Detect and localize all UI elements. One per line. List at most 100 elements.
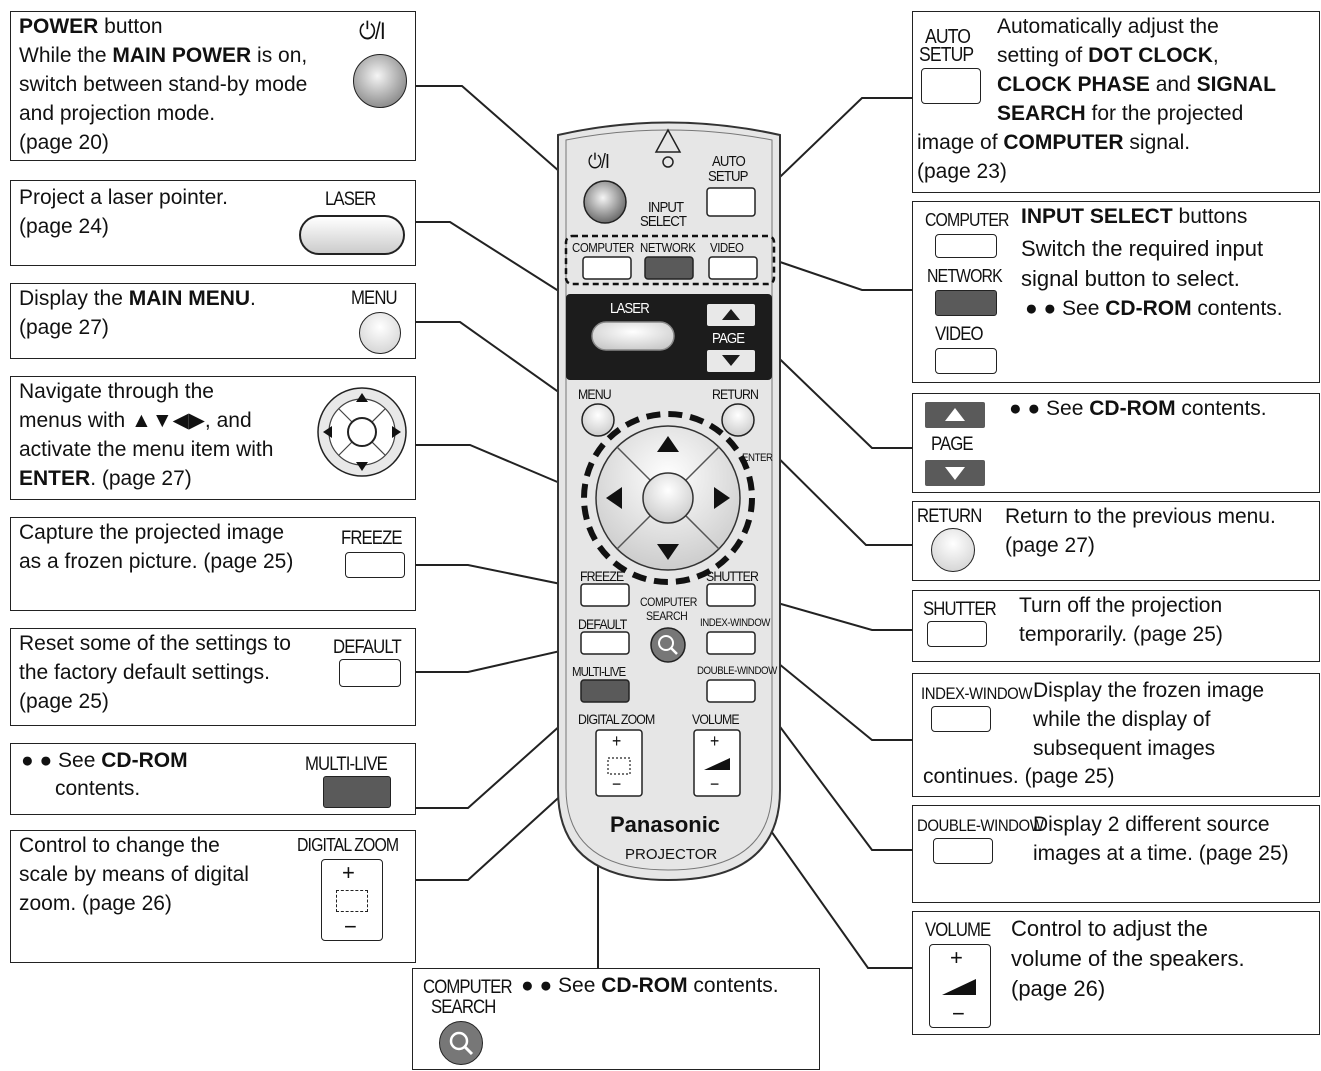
remote-freeze-button bbox=[580, 583, 630, 607]
remote-up-arrow bbox=[657, 436, 679, 452]
volume-plus: + bbox=[950, 945, 963, 970]
inputselect-computer-label: COMPUTER bbox=[925, 210, 1009, 230]
multilive-line1a: ● ● See bbox=[21, 749, 102, 772]
autosetup-line4a: SEARCH bbox=[997, 102, 1086, 125]
connector-shutter bbox=[759, 597, 912, 631]
remote-brand-logo: Panasonic bbox=[610, 812, 721, 837]
remote-double-label: DOUBLE-WINDOW bbox=[697, 665, 777, 677]
menu-icon-label: MENU bbox=[351, 288, 398, 309]
connector-doublewindow bbox=[759, 699, 912, 851]
autosetup-line5a: image of bbox=[917, 131, 1004, 154]
default-callout: Reset some of the settings to the factor… bbox=[10, 628, 416, 726]
digitalzoom-rocker-icon: + − bbox=[321, 859, 383, 941]
remote-computer-label: COMPUTER bbox=[572, 240, 634, 255]
freeze-icon-label: FREEZE bbox=[341, 528, 403, 549]
default-line3: (page 25) bbox=[19, 690, 109, 713]
power-text1: button bbox=[98, 15, 163, 38]
magnifier-icon bbox=[449, 1031, 474, 1056]
remote-dzoom-label: DIGITAL ZOOM bbox=[578, 711, 655, 727]
remote-power-label: ⏻/I bbox=[588, 151, 610, 173]
remote-auto-label: AUTO bbox=[712, 153, 746, 170]
remote-video-label: VIDEO bbox=[710, 240, 744, 255]
page-icon-label: PAGE bbox=[931, 434, 974, 455]
indexwindow-button-icon bbox=[931, 706, 991, 732]
indexwindow-line1: Display the frozen image bbox=[1033, 679, 1265, 702]
remote-power-button bbox=[583, 180, 627, 224]
shutter-callout: SHUTTER Turn off the projection temporar… bbox=[912, 590, 1320, 662]
remote-volume-label: VOLUME bbox=[692, 711, 740, 727]
remote-multi-live-button bbox=[580, 679, 630, 703]
inputselect-computer-icon bbox=[935, 234, 997, 258]
navigate-line3: activate the menu item with bbox=[19, 438, 274, 461]
volume-wedge-icon bbox=[942, 979, 976, 995]
remote-volume-rocker bbox=[693, 729, 741, 797]
connector-multilive bbox=[416, 689, 601, 809]
inputselect-network-icon bbox=[935, 290, 997, 316]
remote-index-window-button bbox=[706, 631, 756, 655]
connector-default bbox=[416, 641, 601, 673]
remote-laser-label: LASER bbox=[610, 300, 650, 317]
inputselect-line3: signal button to select. bbox=[1021, 266, 1240, 291]
power-icon-label: ⏻/I bbox=[359, 18, 386, 45]
remote-nav-ring-outline bbox=[581, 411, 755, 585]
shutter-icon-label: SHUTTER bbox=[923, 599, 997, 620]
multilive-line1b: CD-ROM bbox=[101, 749, 188, 772]
remote-shutter-button bbox=[706, 583, 756, 607]
power-line3: switch between stand-by mode bbox=[19, 73, 308, 96]
indexwindow-line2: while the display of bbox=[1033, 708, 1211, 731]
remote-shutter-label: SHUTTER bbox=[706, 568, 759, 584]
multilive-callout: ● ● See CD-ROM contents. MULTI-LIVE bbox=[10, 743, 416, 815]
shutter-line1: Turn off the projection bbox=[1019, 594, 1223, 617]
freeze-callout: Capture the projected image as a frozen … bbox=[10, 517, 416, 611]
volume-line2: volume of the speakers. bbox=[1011, 946, 1245, 971]
remote-default-label: DEFAULT bbox=[578, 616, 627, 632]
navigate-line1: Navigate through the bbox=[19, 380, 214, 403]
connector-page bbox=[759, 339, 912, 449]
inputselect-network-label: NETWORK bbox=[927, 266, 1003, 286]
autosetup-line2a: setting of bbox=[997, 44, 1089, 67]
autosetup-button-icon bbox=[921, 68, 981, 104]
page-line1b: CD-ROM bbox=[1089, 397, 1176, 420]
laser-callout: Project a laser pointer. (page 24) LASER bbox=[10, 180, 416, 266]
computersearch-icon-label1: COMPUTER bbox=[423, 977, 513, 998]
page-callout: PAGE ● ● See CD-ROM contents. bbox=[912, 393, 1320, 493]
inputselect-line1b: buttons bbox=[1172, 205, 1248, 228]
autosetup-line3a: CLOCK PHASE bbox=[997, 73, 1150, 96]
connector-volume bbox=[741, 789, 912, 969]
autosetup-line6: (page 23) bbox=[917, 160, 1007, 183]
remote-left-arrow bbox=[606, 487, 622, 509]
remote-default-button bbox=[580, 631, 630, 655]
volume-line3: (page 26) bbox=[1011, 976, 1106, 1001]
remote-page-label: PAGE bbox=[712, 330, 745, 347]
laser-line1: Project a laser pointer. bbox=[19, 186, 228, 209]
remote-multilive-label: MULTI-LIVE bbox=[572, 664, 626, 679]
remote-return-label: RETURN bbox=[712, 386, 759, 402]
navigate-callout: Navigate through the menus with ▲▼◀▶, an… bbox=[10, 376, 416, 500]
return-icon-label: RETURN bbox=[917, 506, 982, 527]
freeze-line1: Capture the projected image bbox=[19, 521, 284, 544]
inputselect-line2: Switch the required input bbox=[1021, 236, 1264, 261]
default-button-icon bbox=[339, 659, 401, 687]
laser-line2: (page 24) bbox=[19, 215, 109, 238]
doublewindow-callout: DOUBLE-WINDOW Display 2 different source… bbox=[912, 805, 1320, 903]
connector-return bbox=[741, 421, 912, 546]
autosetup-line4b: for the projected bbox=[1085, 102, 1244, 125]
power-line5: (page 20) bbox=[19, 131, 109, 154]
return-line1: Return to the previous menu. bbox=[1005, 505, 1276, 528]
laser-button-icon bbox=[299, 215, 405, 255]
inputselect-video-label: VIDEO bbox=[935, 324, 984, 345]
remote-menu-button bbox=[581, 403, 615, 437]
power-button-icon bbox=[353, 54, 407, 108]
menu-button-icon bbox=[359, 312, 401, 354]
digitalzoom-line3: zoom. (page 26) bbox=[19, 892, 172, 915]
power-line2a: While the bbox=[19, 44, 113, 67]
remote-csearch-label2: SEARCH bbox=[646, 609, 688, 623]
freeze-button-icon bbox=[345, 552, 405, 578]
power-callout: POWER button While the MAIN POWER is on,… bbox=[10, 11, 416, 161]
computersearch-icon-label2: SEARCH bbox=[431, 997, 496, 1018]
volume-line1: Control to adjust the bbox=[1011, 916, 1208, 941]
indexwindow-icon-label: INDEX-WINDOW bbox=[921, 684, 1033, 703]
remote-input-select-group bbox=[564, 234, 776, 286]
